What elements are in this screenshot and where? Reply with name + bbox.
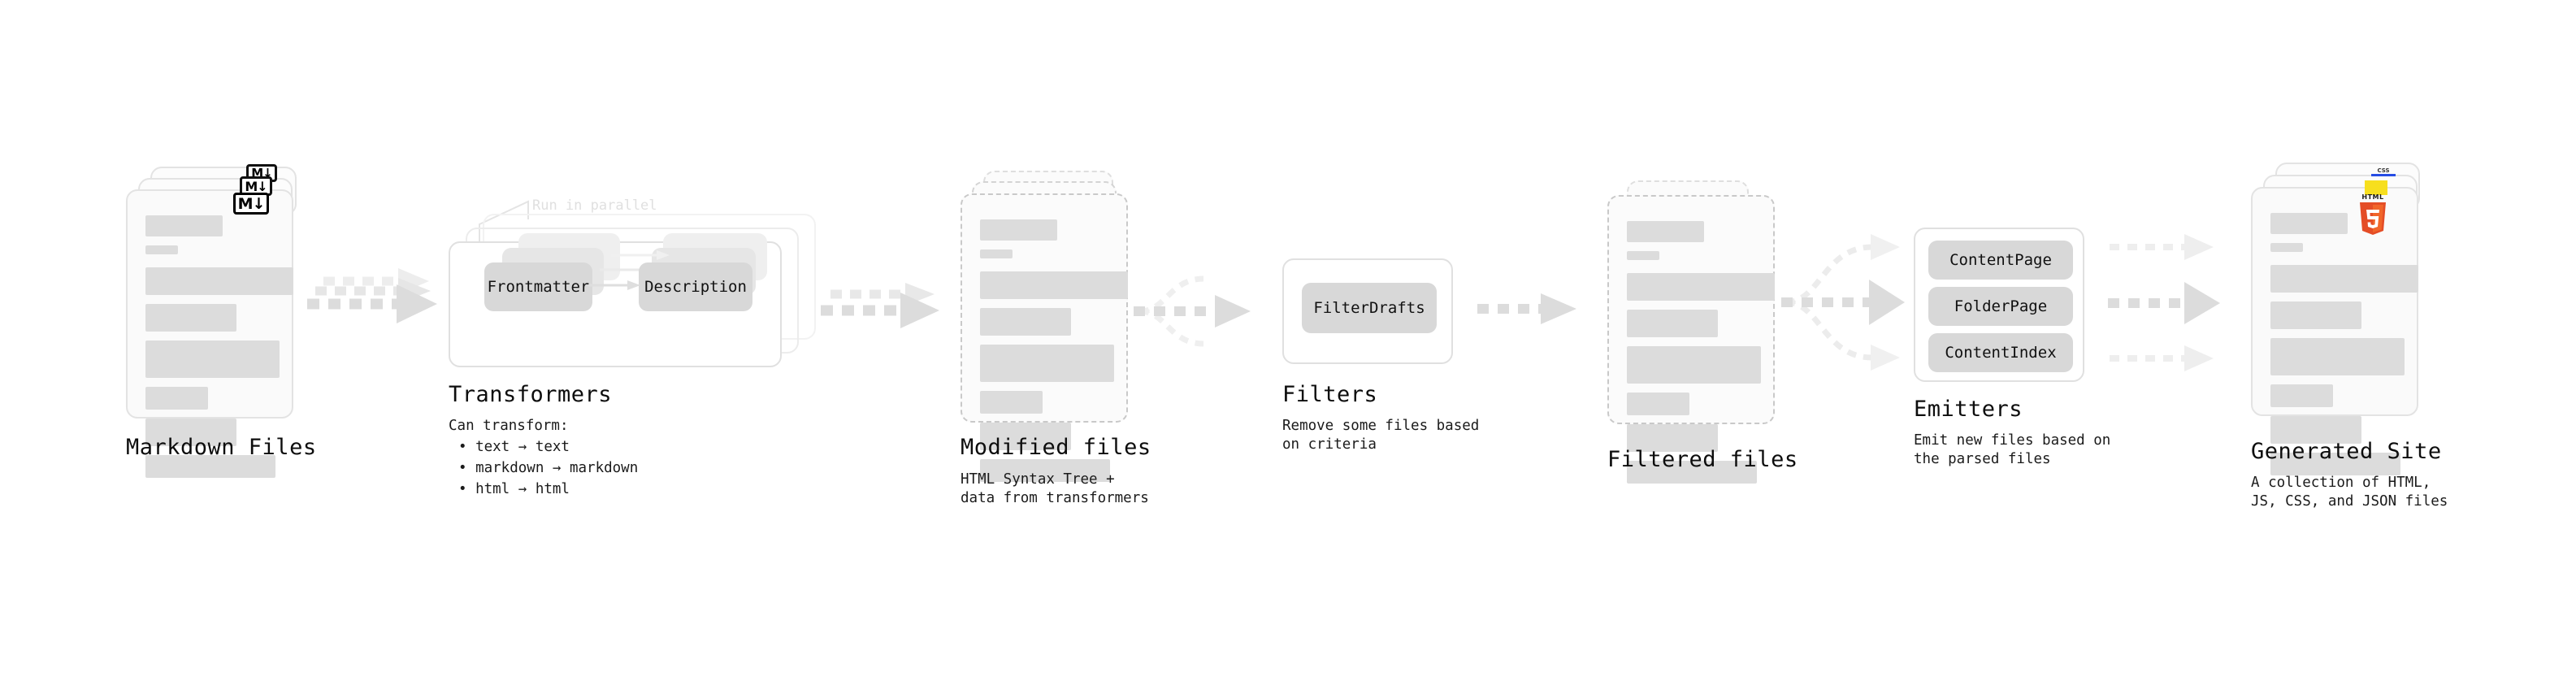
doc-line [980, 219, 1057, 241]
doc-line [2270, 416, 2361, 444]
doc-line [1627, 310, 1718, 337]
doc-line [1627, 273, 1775, 301]
md-badge-arrow: ↓ [257, 178, 267, 194]
markdown-badge-icon: M↓ [233, 193, 269, 215]
doc-line [1627, 461, 1757, 484]
generated-site-caption-2: JS, CSS, and JSON files [2251, 493, 2448, 510]
css-badge-underline [2371, 174, 2396, 176]
filtered-doc-lines [1627, 221, 1775, 492]
modified-files-title: Modified files [961, 435, 1151, 460]
generated-site-caption-1: A collection of HTML, [2251, 475, 2431, 491]
modified-files-caption-1: HTML Syntax Tree + [961, 471, 1115, 488]
markdown-files-title: Markdown Files [126, 435, 317, 460]
doc-line [1627, 251, 1659, 260]
generated-site-title: Generated Site [2251, 439, 2442, 464]
arrow-modified-to-filters [1134, 264, 1280, 358]
emitter-chip-contentpage[interactable]: ContentPage [1928, 241, 2073, 280]
doc-line [980, 308, 1071, 336]
filters-caption-2: on criteria [1282, 436, 1377, 453]
js-badge-icon [2365, 180, 2387, 195]
arrow-emitters-to-site [2108, 232, 2250, 375]
doc-line [2270, 384, 2333, 407]
transformers-bullet-2: • html → html [458, 481, 570, 497]
emitter-chip-folderpage[interactable]: FolderPage [1928, 287, 2073, 326]
emitters-title: Emitters [1914, 397, 2023, 422]
emitters-caption-2: the parsed files [1914, 451, 2051, 467]
html5-badge-icon: HTML [2357, 193, 2389, 240]
doc-line [980, 271, 1128, 299]
doc-line [145, 455, 275, 478]
filtered-files-title: Filtered files [1607, 447, 1798, 472]
arrow-filters-to-filtered [1477, 288, 1591, 329]
arrow-markdown-to-transformers [307, 268, 445, 333]
filter-chip-filterdrafts[interactable]: FilterDrafts [1302, 283, 1437, 333]
site-card-front [2251, 187, 2418, 475]
transformers-caption-intro: Can transform: [449, 418, 569, 434]
doc-line [145, 215, 223, 236]
transformer-chip-frontmatter[interactable]: Frontmatter [484, 262, 592, 311]
doc-line [1627, 393, 1689, 415]
md-badge-letter: M [237, 194, 254, 213]
doc-line [980, 345, 1114, 382]
transformers-title: Transformers [449, 382, 613, 407]
md-badge-letter: M [245, 178, 258, 194]
doc-line [145, 419, 236, 446]
arrow-transformers-to-modified [821, 283, 951, 332]
css-badge-icon: CSS [2371, 167, 2396, 176]
generated-site-stack: CSS HTML [2251, 163, 2438, 475]
modified-files-caption-2: data from transformers [961, 490, 1149, 506]
emitters-caption-1: Emit new files based on [1914, 432, 2111, 449]
doc-line [980, 249, 1013, 258]
emitter-chip-contentindex[interactable]: ContentIndex [1928, 333, 2073, 372]
transformers-bullet-1: • markdown → markdown [458, 460, 639, 476]
doc-line [2270, 301, 2361, 329]
filtered-files-stack [1607, 180, 1794, 484]
transformers-stack: Frontmatter Description Frontmatter Desc… [449, 214, 830, 376]
doc-line [145, 387, 208, 410]
html5-badge-label: HTML [2361, 193, 2384, 201]
doc-line [2270, 453, 2400, 475]
css-badge-label: CSS [2377, 167, 2390, 174]
doc-line [2270, 243, 2303, 252]
markdown-doc-lines [145, 215, 293, 487]
filtered-card-front [1607, 195, 1775, 484]
filters-caption-1: Remove some files based [1282, 418, 1480, 434]
run-in-parallel-label: Run in parallel [532, 197, 657, 214]
doc-line [1627, 424, 1718, 452]
doc-line [145, 304, 236, 332]
doc-line [980, 391, 1043, 414]
transformers-bullet-0: • text → text [458, 439, 570, 455]
transformer-connector-ghost-back [611, 248, 676, 266]
md-badge-arrow: ↓ [252, 194, 266, 213]
doc-line [1627, 346, 1761, 384]
emitters-box: ContentPage FolderPage ContentIndex [1914, 228, 2084, 382]
doc-line [2270, 338, 2405, 375]
markdown-files-stack: M↓ M↓ M↓ [126, 164, 313, 478]
doc-line [145, 245, 178, 254]
modified-files-stack [961, 171, 1147, 482]
run-in-parallel-bracket [478, 195, 583, 244]
doc-line [2270, 265, 2418, 293]
doc-line [2270, 213, 2348, 234]
doc-line [980, 423, 1071, 450]
doc-line [1627, 221, 1704, 242]
filters-box: FilterDrafts [1282, 258, 1453, 364]
doc-line [980, 459, 1110, 482]
transformer-chip-description[interactable]: Description [639, 262, 752, 311]
doc-line [145, 267, 293, 295]
filters-title: Filters [1282, 382, 1378, 407]
markdown-card-front [126, 189, 293, 478]
modified-card-front [961, 193, 1128, 482]
site-doc-lines [2270, 213, 2418, 484]
doc-line [145, 340, 280, 378]
arrow-filtered-to-emitters [1781, 229, 1928, 375]
transformer-connector-arrow [588, 278, 653, 296]
modified-doc-lines [980, 219, 1128, 491]
